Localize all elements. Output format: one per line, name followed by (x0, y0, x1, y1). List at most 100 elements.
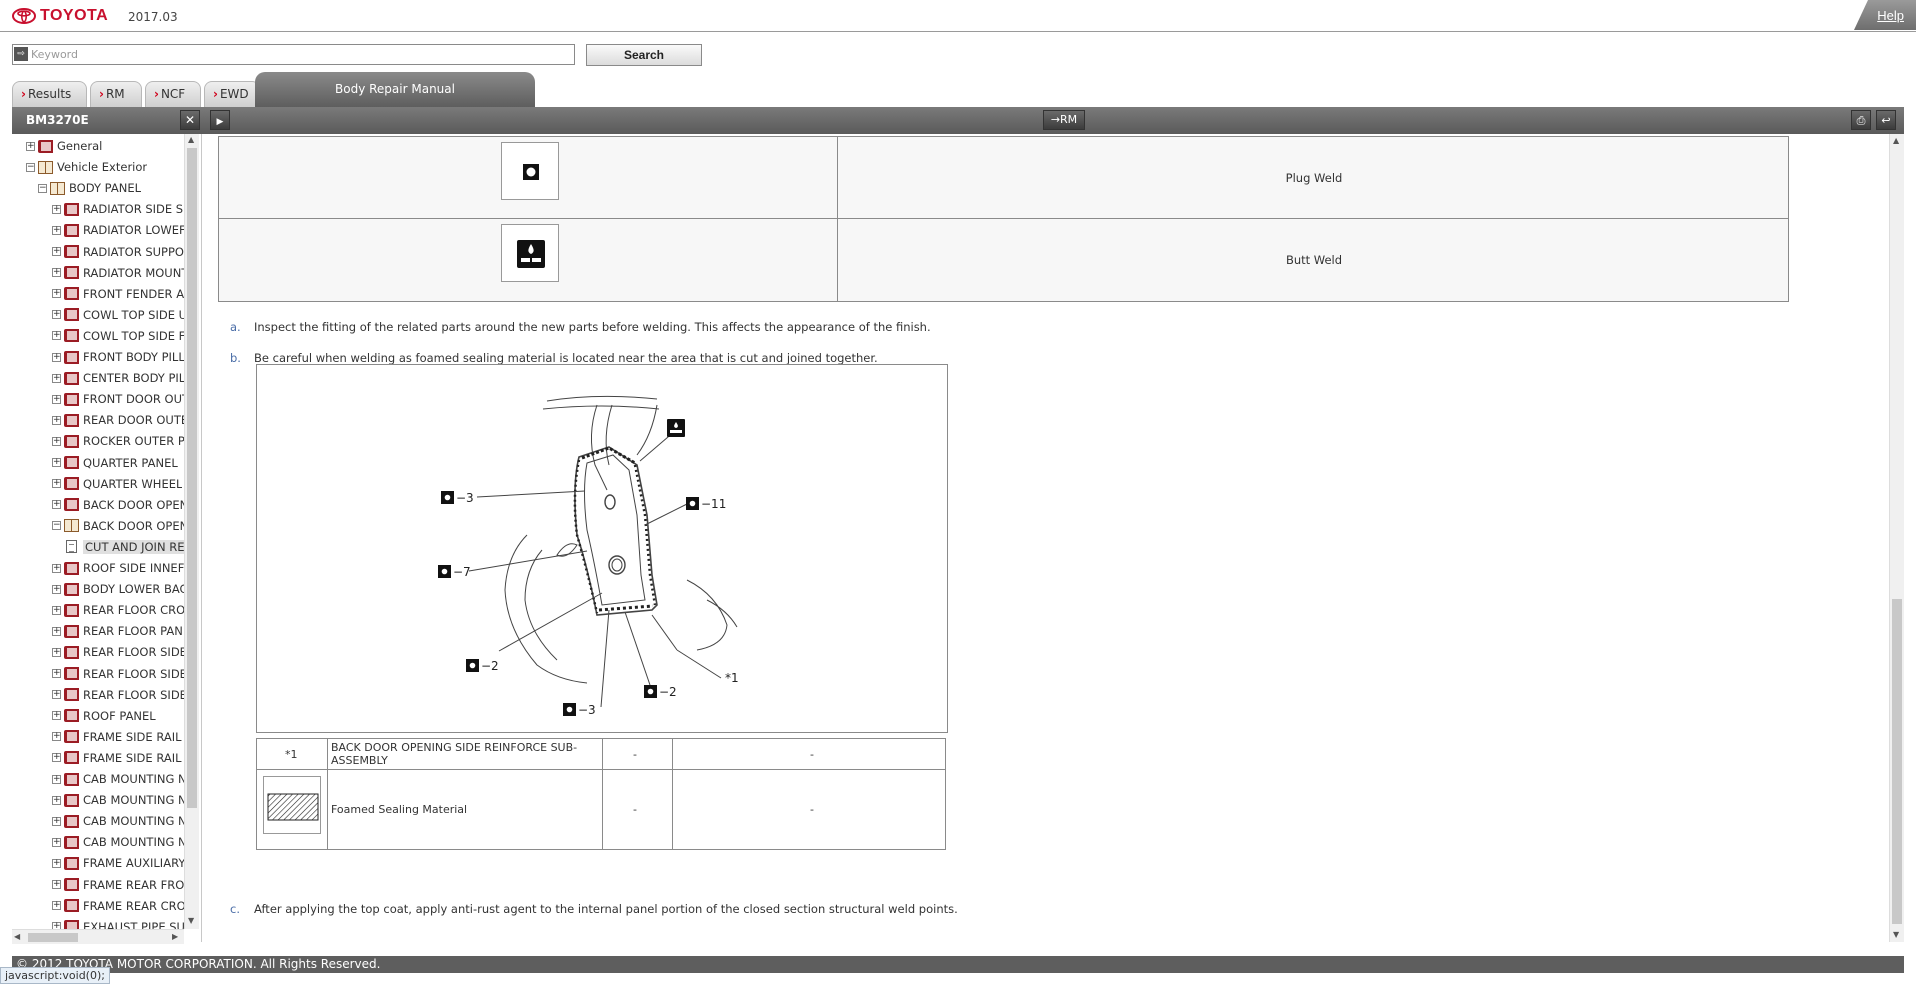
tree-item[interactable]: +CAB MOUNTING N (52, 832, 187, 852)
search-button[interactable]: Search (586, 44, 702, 66)
expand-icon[interactable]: + (52, 689, 61, 700)
tree-item[interactable]: +QUARTER PANEL (52, 453, 178, 473)
expand-icon[interactable]: + (52, 267, 61, 278)
tab-body-repair-manual[interactable]: Body Repair Manual (255, 72, 535, 107)
collapse-icon[interactable]: − (52, 520, 61, 531)
tree-item[interactable]: +CENTER BODY PIL (52, 368, 185, 388)
tree-vertical-scrollbar[interactable]: ▲ ▼ (184, 134, 199, 929)
expand-icon[interactable]: + (52, 203, 61, 214)
expand-icon[interactable]: + (52, 330, 61, 341)
expand-icon[interactable]: + (52, 857, 61, 868)
expand-icon[interactable]: + (52, 288, 61, 299)
expand-icon[interactable]: + (26, 140, 35, 151)
expand-icon[interactable]: + (52, 393, 61, 404)
tree-scroll-thumb[interactable] (187, 148, 197, 808)
expand-icon[interactable]: + (52, 625, 61, 636)
tree-item[interactable]: −BACK DOOR OPEN (52, 516, 188, 536)
tree-item[interactable]: +FRONT DOOR OUT (52, 389, 189, 409)
expand-icon[interactable]: + (52, 794, 61, 805)
expand-icon[interactable]: + (52, 499, 61, 510)
scroll-down-icon[interactable]: ▼ (1893, 930, 1900, 939)
tree-item[interactable]: +ROOF PANEL (52, 706, 156, 726)
tree-item[interactable]: +CAB MOUNTING N (52, 769, 187, 789)
tree-item[interactable]: +CAB MOUNTING N (52, 811, 187, 831)
expand-icon[interactable]: + (52, 246, 61, 256)
keyword-search-input[interactable] (12, 44, 575, 65)
tab-ncf[interactable]: ›NCF (145, 81, 201, 107)
tree-item[interactable]: +FRONT FENDER AI (52, 284, 187, 304)
tree-item[interactable]: +BACK DOOR OPEN (52, 495, 188, 515)
tree-item[interactable]: +RADIATOR MOUNT (52, 263, 188, 283)
expand-icon[interactable]: + (52, 815, 61, 826)
expand-icon[interactable]: + (52, 372, 61, 383)
tree-item[interactable]: +REAR DOOR OUTE (52, 410, 188, 430)
tree-item[interactable]: +CAB MOUNTING N (52, 790, 187, 810)
tree-item[interactable]: +REAR FLOOR PAN (52, 621, 183, 641)
tab-results[interactable]: ›Results (12, 81, 87, 107)
tree-item[interactable]: +FRAME REAR CRO (52, 896, 186, 916)
tab-rm[interactable]: ›RM (90, 81, 142, 107)
expand-icon[interactable]: + (52, 583, 61, 594)
expand-icon[interactable]: + (52, 752, 61, 763)
back-button[interactable]: ↩ (1876, 110, 1896, 130)
collapse-icon[interactable]: − (38, 182, 47, 193)
tree-item[interactable]: +FRAME AUXILIARY (52, 853, 185, 873)
expand-icon[interactable]: + (52, 562, 61, 573)
scroll-right-icon[interactable]: ▶ (172, 932, 179, 941)
tree-item[interactable]: +General (26, 136, 102, 156)
expand-icon[interactable]: + (52, 224, 61, 235)
tree-item[interactable]: +REAR FLOOR CRO (52, 600, 185, 620)
tree-item[interactable]: +COWL TOP SIDE U (52, 305, 187, 325)
expand-icon[interactable]: + (52, 457, 61, 467)
chevron-right-icon: › (154, 87, 159, 101)
tree-item[interactable]: +FRAME SIDE RAIL (52, 748, 182, 768)
tree-item[interactable]: CUT AND JOIN RE (66, 537, 187, 557)
tree-hscroll-thumb[interactable] (28, 933, 78, 942)
tree-item[interactable]: +QUARTER WHEEL (52, 474, 182, 494)
expand-icon[interactable]: + (52, 414, 61, 425)
expand-icon[interactable]: + (52, 351, 61, 362)
rm-link-button[interactable]: →RM (1043, 110, 1085, 130)
tree-item[interactable]: +REAR FLOOR SIDE (52, 664, 187, 684)
scroll-down-icon[interactable]: ▼ (188, 916, 195, 925)
expand-icon[interactable]: + (52, 773, 61, 784)
close-tree-button[interactable]: ✕ (180, 110, 200, 130)
expand-icon[interactable]: + (52, 668, 61, 678)
expand-icon[interactable]: + (52, 731, 61, 742)
tree-item[interactable]: +RADIATOR SIDE S (52, 199, 183, 219)
tree-item[interactable]: +RADIATOR SUPPO (52, 242, 184, 262)
expand-icon[interactable]: + (52, 836, 61, 847)
scroll-up-icon[interactable]: ▲ (188, 135, 195, 144)
expand-icon[interactable]: + (52, 604, 61, 615)
tree-item[interactable]: +ROCKER OUTER P (52, 431, 185, 451)
scroll-left-icon[interactable]: ◀ (14, 932, 21, 941)
expand-icon[interactable]: + (52, 879, 61, 889)
closed-book-icon (64, 371, 79, 385)
content-scroll-thumb[interactable] (1892, 599, 1902, 924)
expand-icon[interactable]: + (52, 309, 61, 320)
tree-item[interactable]: +COWL TOP SIDE F (52, 326, 185, 346)
tree-item[interactable]: +FRONT BODY PILL (52, 347, 185, 367)
expand-icon[interactable]: + (52, 478, 61, 489)
tree-item[interactable]: +RADIATOR LOWEF (52, 220, 186, 240)
tree-item[interactable]: +REAR FLOOR SIDE (52, 685, 187, 705)
tree-item[interactable]: −BODY PANEL (38, 178, 141, 198)
expand-icon[interactable]: + (52, 710, 61, 721)
tree-item[interactable]: +BODY LOWER BAC (52, 579, 188, 599)
collapse-icon[interactable]: − (26, 161, 35, 172)
scroll-up-icon[interactable]: ▲ (1893, 136, 1900, 145)
print-button[interactable]: ⎙ (1851, 110, 1871, 130)
tree-horizontal-scrollbar[interactable]: ◀ ▶ (12, 929, 184, 944)
tree-item[interactable]: +FRAME REAR FRO (52, 875, 184, 895)
tree-item[interactable]: −Vehicle Exterior (26, 157, 147, 177)
tab-ewd[interactable]: ›EWD (204, 81, 260, 107)
content-vertical-scrollbar[interactable]: ▲ ▼ (1889, 134, 1904, 942)
tree-item[interactable]: +ROOF SIDE INNEF (52, 558, 184, 578)
tree-item[interactable]: +FRAME SIDE RAIL (52, 727, 182, 747)
expand-icon[interactable]: + (52, 900, 61, 911)
expand-icon[interactable]: + (52, 646, 61, 657)
expand-icon[interactable]: + (52, 435, 61, 446)
tree-item[interactable]: +REAR FLOOR SIDE (52, 642, 187, 662)
expand-tree-button[interactable]: ▶ (210, 110, 230, 130)
help-link[interactable]: Help (1877, 8, 1904, 23)
